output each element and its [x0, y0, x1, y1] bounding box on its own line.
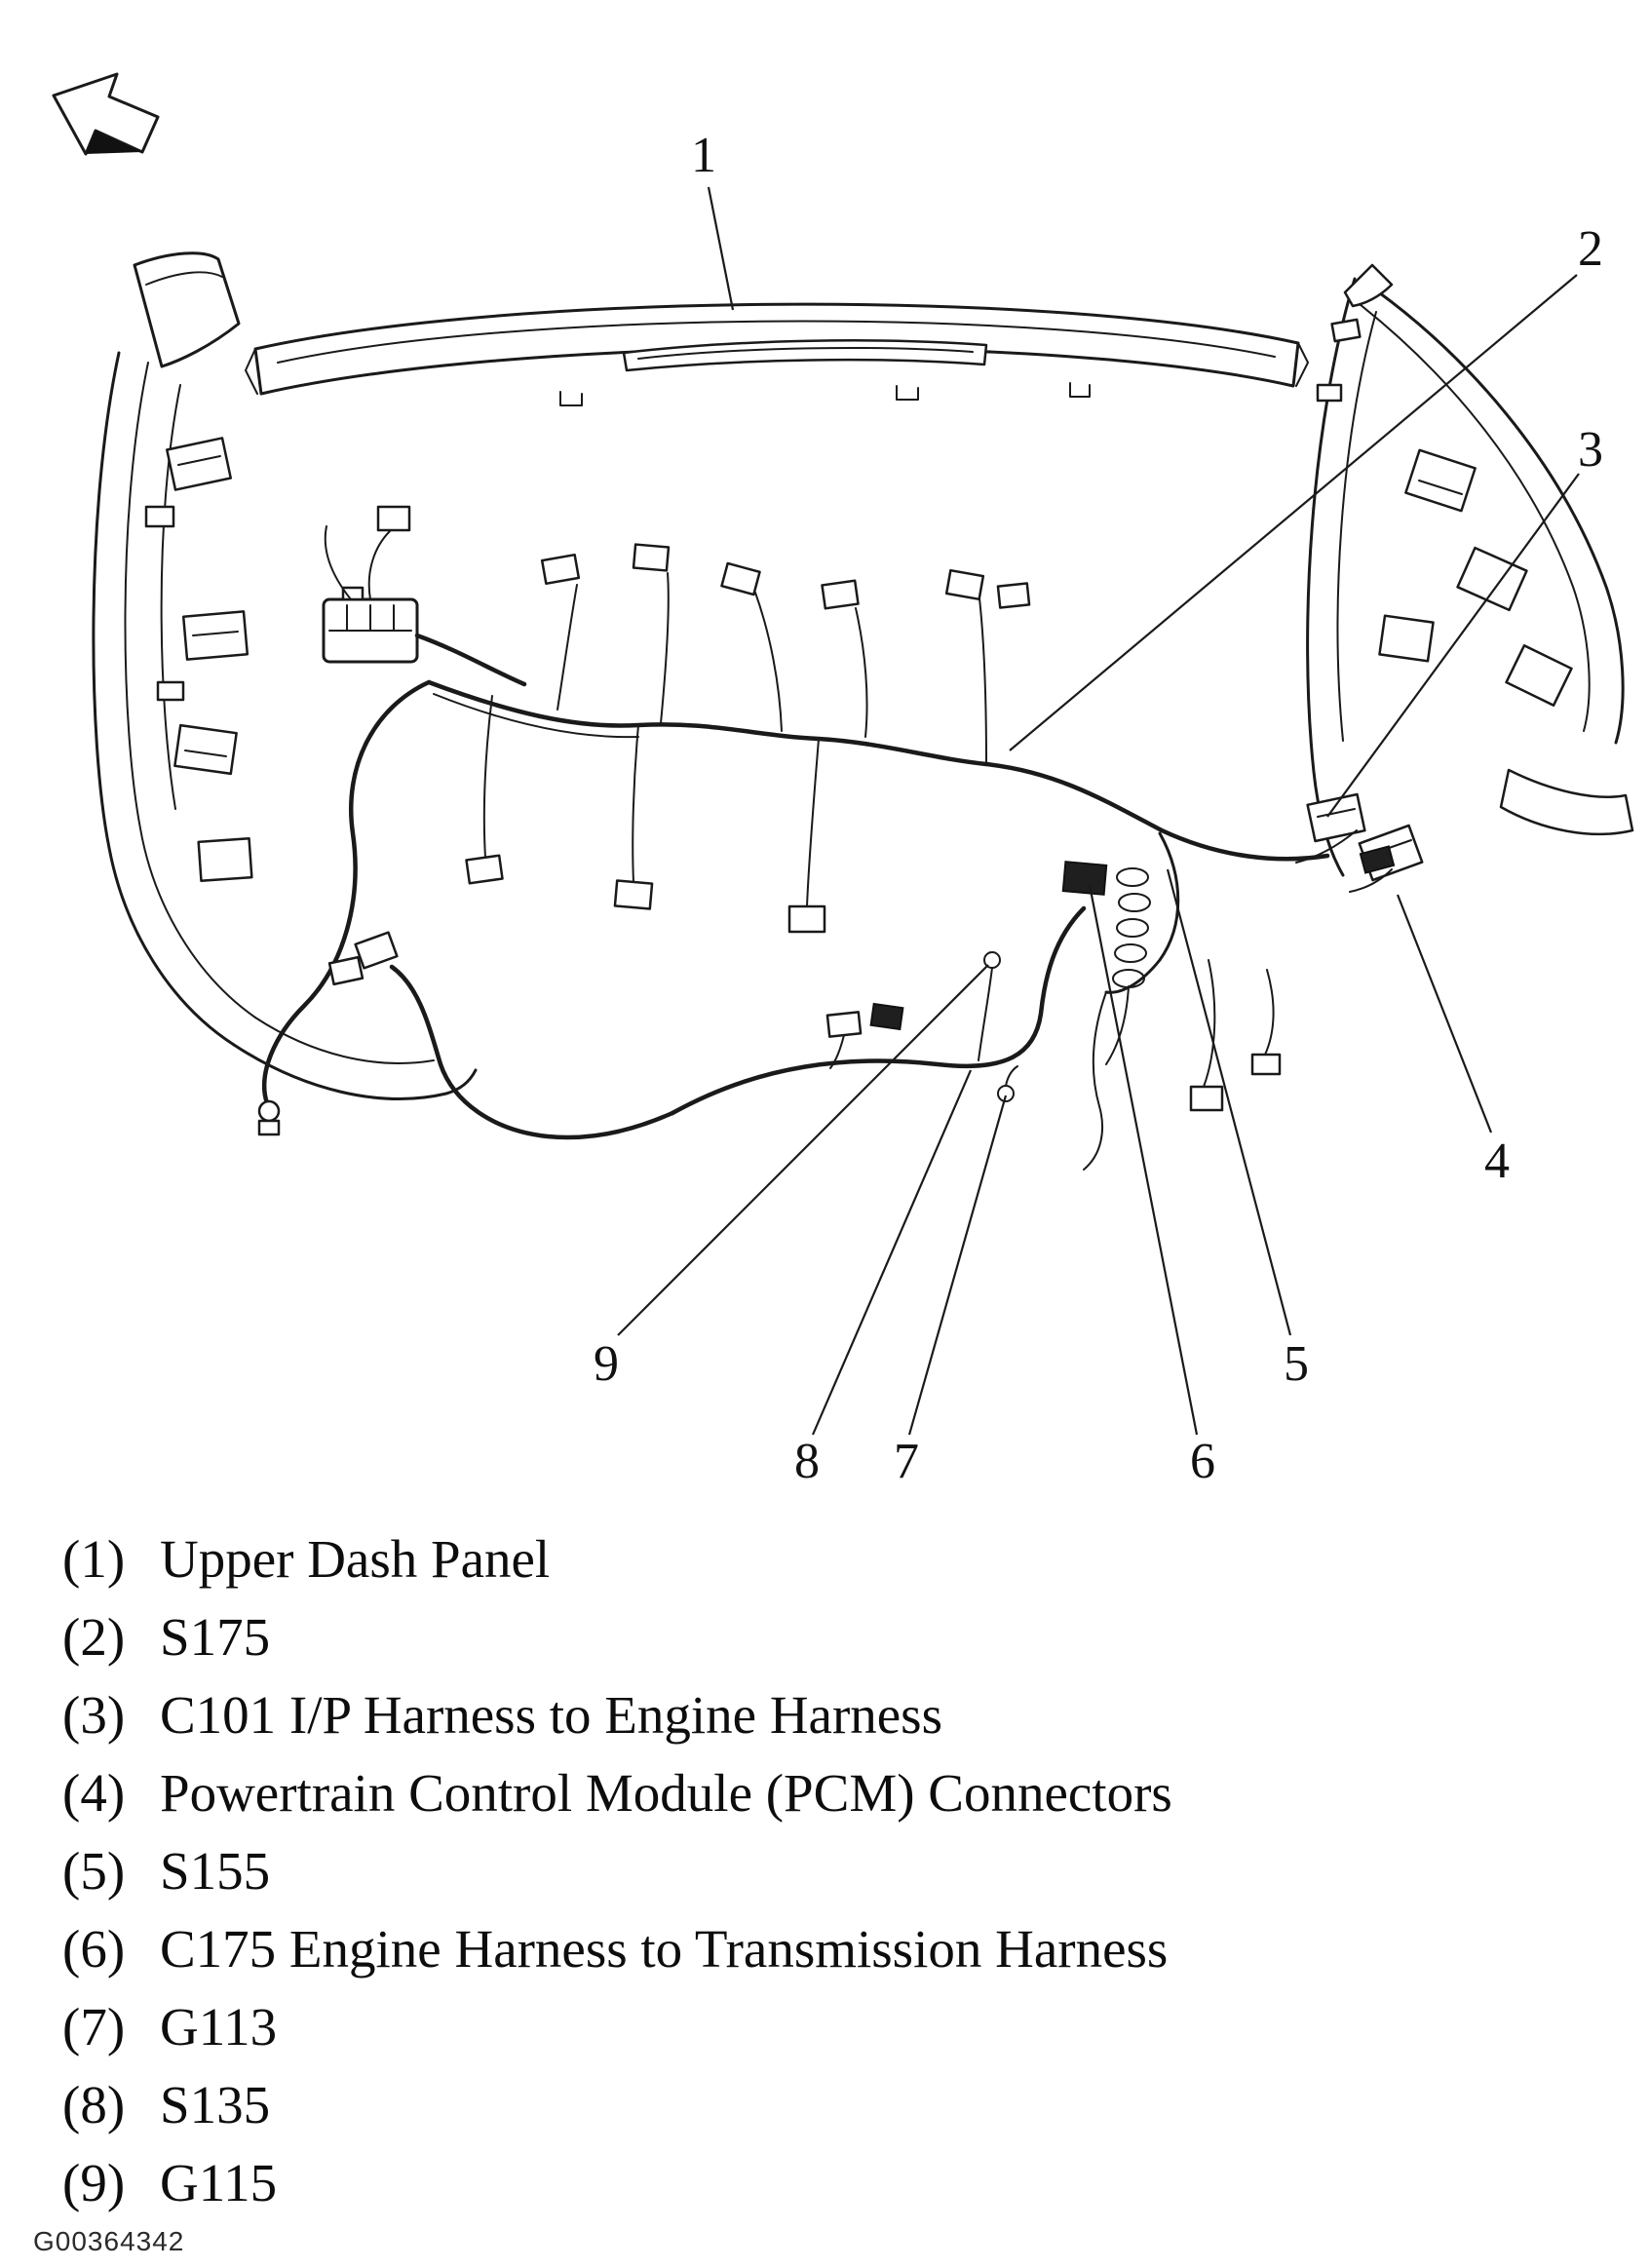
view-direction-arrow-icon: [52, 72, 160, 156]
legend-item-3: (3) C101 I/P Harness to Engine Harness: [0, 1676, 1650, 1754]
harness-connector: [720, 561, 761, 596]
callout-4-leader: [1396, 894, 1493, 1134]
callout-numbers: 1 2 3 4 5 6 7 8 9: [594, 128, 1603, 1489]
callout-1-label: 1: [691, 128, 716, 183]
harness-connector: [465, 854, 504, 885]
legend-item-1: (1) Upper Dash Panel: [0, 1520, 1650, 1598]
legend-item-label: G113: [160, 1997, 278, 2057]
legend-item-number: (1): [62, 1529, 126, 1589]
legend-item-label: C175 Engine Harness to Transmission Harn…: [160, 1919, 1169, 1979]
harness-connector: [821, 579, 860, 610]
legend-item-7: (7) G113: [0, 1988, 1650, 2066]
callout-2-leader: [1009, 274, 1578, 751]
callout-5-leader: [1166, 868, 1292, 1336]
conduit-coil: [1105, 867, 1151, 1065]
legend-item-9: (9) G115: [0, 2144, 1650, 2222]
legend-item-label: S175: [160, 1607, 271, 1667]
callout-3-label: 3: [1578, 422, 1603, 478]
harness-connector: [996, 582, 1031, 609]
wiring-harness: [257, 505, 1424, 1171]
callout-4-label: 4: [1484, 1134, 1510, 1189]
harness-connector: [1189, 1085, 1224, 1112]
callout-5-label: 5: [1284, 1336, 1309, 1392]
ground-terminal-g113: [997, 1065, 1018, 1102]
legend-item-2: (2) S175: [0, 1598, 1650, 1676]
callout-8-leader: [811, 1069, 973, 1436]
harness-connector: [944, 568, 985, 601]
callout-6-label: 6: [1190, 1434, 1215, 1489]
legend-item-5: (5) S155: [0, 1832, 1650, 1910]
callout-3-leader: [1326, 473, 1580, 818]
callout-6-leader: [1088, 884, 1199, 1436]
ground-terminal-g115: [978, 951, 1001, 1061]
c175-connector: [1061, 861, 1108, 896]
pcm-connectors: [1295, 792, 1424, 893]
legend-item-label: Upper Dash Panel: [160, 1529, 551, 1589]
legend-item-label: Powertrain Control Module (PCM) Connecto…: [160, 1763, 1172, 1823]
callout-9-leader: [617, 964, 989, 1336]
harness-connector: [540, 553, 581, 586]
callout-9-label: 9: [594, 1336, 619, 1392]
callout-7-label: 7: [894, 1434, 919, 1489]
right-fender-structure: [1306, 263, 1634, 877]
wiring-harness-diagram: 1 2 3 4 5 6 7 8 9: [52, 72, 1634, 1489]
legend-item-8: (8) S135: [0, 2066, 1650, 2144]
left-fender-bracket: [144, 437, 253, 883]
legend: (1) Upper Dash Panel (2) S175 (3) C101 I…: [0, 1520, 1650, 2222]
legend-item-number: (2): [62, 1607, 126, 1667]
legend-item-label: S135: [160, 2075, 271, 2134]
callout-1-leader: [707, 186, 735, 311]
grommet: [257, 1099, 281, 1123]
harness-connector: [869, 1002, 904, 1031]
legend-item-number: (5): [62, 1841, 126, 1901]
harness-connector: [354, 931, 399, 970]
upper-dash-panel: [245, 302, 1309, 406]
legend-item-label: G115: [160, 2153, 278, 2212]
legend-item-number: (8): [62, 2075, 126, 2134]
legend-item-number: (7): [62, 1997, 126, 2057]
legend-item-6: (6) C175 Engine Harness to Transmission …: [0, 1910, 1650, 1988]
harness-connector: [825, 1011, 863, 1038]
harness-connector: [257, 1119, 281, 1136]
legend-item-4: (4) Powertrain Control Module (PCM) Conn…: [0, 1754, 1650, 1832]
left-fender-structure: [92, 251, 478, 1100]
harness-connector: [613, 879, 654, 910]
harness-connector: [376, 505, 411, 532]
callout-7-leader: [907, 1095, 1008, 1436]
harness-connector: [787, 904, 826, 934]
harness-connector: [327, 955, 365, 986]
legend-item-label: S155: [160, 1841, 271, 1901]
legend-item-label: C101 I/P Harness to Engine Harness: [160, 1685, 942, 1745]
legend-item-number: (3): [62, 1685, 126, 1745]
callout-leaders: [617, 186, 1580, 1436]
legend-item-number: (9): [62, 2153, 126, 2212]
harness-connector: [1250, 1053, 1282, 1076]
figure-id: G00364342: [33, 2226, 185, 2256]
right-fender-bracket: [1316, 318, 1573, 707]
callout-2-label: 2: [1578, 221, 1603, 277]
harness-connector: [632, 543, 671, 572]
legend-item-number: (4): [62, 1763, 126, 1823]
callout-8-label: 8: [794, 1434, 820, 1489]
legend-item-number: (6): [62, 1919, 126, 1979]
